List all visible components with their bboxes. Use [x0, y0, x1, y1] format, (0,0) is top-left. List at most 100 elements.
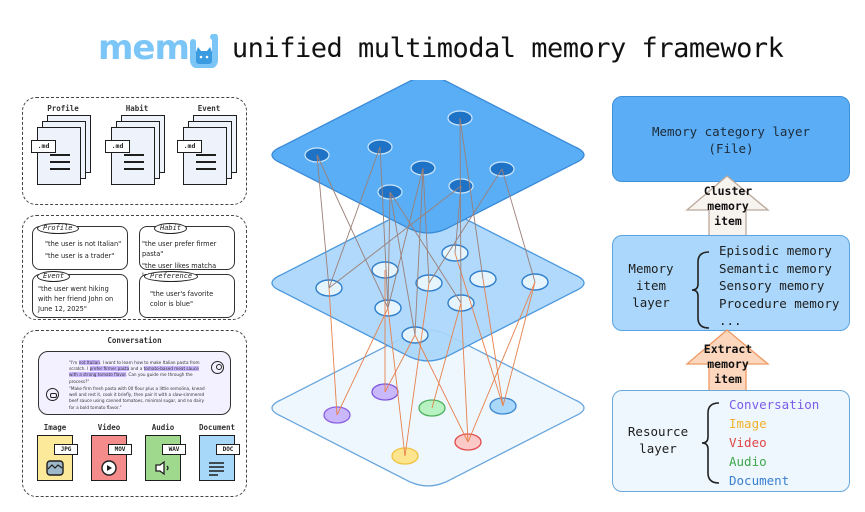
upper-link: [316, 154, 330, 289]
category-layer-title: Memory category layer: [651, 124, 811, 139]
user-message: "I'm not Italian. I want to learn how to…: [69, 360, 208, 385]
lower-link: [387, 307, 406, 457]
document-icon: [209, 462, 224, 476]
lower-link: [328, 287, 338, 416]
conversation-title: Conversation: [107, 336, 162, 345]
file-group-profile: Profile .md: [31, 104, 95, 195]
card-tag: Preference: [144, 271, 199, 282]
assistant-avatar-icon: [46, 388, 59, 401]
md-file-stack-icon: .md: [31, 115, 93, 195]
resource-layer-label: Resource: [627, 424, 689, 439]
upper-link: [387, 191, 391, 309]
user-avatar-icon: [211, 361, 224, 374]
md-tag: .md: [31, 140, 56, 153]
card-line: "the user prefer firmer pasta": [142, 240, 217, 258]
conversation-box: "I'm not Italian. I want to learn how to…: [38, 351, 231, 415]
media-label: Document: [198, 423, 236, 432]
upper-link: [422, 167, 430, 284]
extract-arrow-label: Extract memory item: [700, 342, 756, 387]
resource-type-audio: Audio: [729, 454, 767, 469]
md-file-stack-icon: .md: [105, 115, 167, 195]
page-title: unified multimodal memory framework: [231, 32, 784, 64]
upper-link: [389, 191, 416, 336]
arrow-text: item: [714, 214, 742, 228]
image-icon: [46, 460, 64, 476]
memory-card-event: Event "the user went hiking with her fri…: [32, 271, 128, 318]
memory-items-panel: Profile "the user is not Italian" "the u…: [22, 215, 247, 320]
media-label: Video: [97, 423, 121, 432]
header: mem unified multimodal memory framework: [98, 26, 784, 70]
card-line: "the user's favorite color is blue": [150, 290, 214, 308]
upper-link: [328, 185, 462, 289]
memory-type-item: Semantic memory: [719, 260, 832, 276]
upper-link: [316, 154, 389, 309]
upper-link: [459, 117, 484, 280]
cat-logo-icon: [189, 34, 218, 68]
card-tag: Event: [37, 271, 71, 282]
lower-link: [482, 278, 504, 407]
media-label: Image: [43, 423, 67, 432]
memory-type-item: Sensory memory: [719, 278, 825, 293]
file-group-label: Habit: [125, 104, 149, 113]
card-tag: Habit: [154, 223, 188, 234]
upper-link: [414, 167, 424, 336]
memory-item-layer: Memory item layer Episodic memory Semant…: [612, 235, 850, 331]
memory-category-layer: Memory category layer (File): [612, 96, 850, 182]
card-line: "the user is a trader": [45, 252, 115, 260]
file-group-habit: Habit .md: [105, 104, 169, 195]
lower-link: [467, 281, 536, 443]
media-audio: Audio WAV: [139, 423, 187, 481]
memory-card-profile: Profile "the user is not Italian" "the u…: [32, 223, 128, 270]
md-tag: .md: [177, 140, 202, 153]
cluster-arrow-label: Cluster memory item: [700, 184, 756, 229]
speaker-icon: [155, 460, 169, 476]
message-text: . Can you guide me through the process?": [69, 372, 193, 384]
lower-link: [336, 307, 389, 416]
highlight-text: prefer firmer pasta: [89, 366, 130, 372]
file-ext: MOV: [108, 444, 132, 455]
upper-link: [454, 185, 462, 254]
image-file-icon: JPG: [37, 435, 78, 481]
lower-link: [404, 282, 430, 457]
play-icon: [101, 460, 117, 476]
resource-type-conversation: Conversation: [729, 397, 820, 412]
resource-type-document: Document: [729, 473, 790, 488]
arrow-text: memory: [707, 199, 749, 213]
lower-link: [454, 252, 504, 407]
md-file-stack-icon: .md: [177, 115, 239, 195]
memu-logo: mem: [98, 28, 218, 68]
upper-link: [387, 167, 424, 309]
audio-file-icon: WAV: [145, 435, 186, 481]
card-tag: Profile: [37, 223, 79, 234]
message-text: "I'm: [69, 360, 79, 365]
card-line: "the user is not Italian": [45, 240, 122, 248]
file-ext: DOC: [216, 444, 240, 455]
card-line: "the user went hiking with her friend Jo…: [38, 285, 114, 313]
arrow-text: memory: [707, 357, 749, 371]
media-document: Document DOC: [193, 423, 241, 481]
file-group-label: Profile: [47, 104, 79, 113]
brace-icon: [691, 251, 710, 329]
arrow-text: Cluster: [703, 184, 753, 198]
memory-files-panel: Profile .md Habit .md Event .md: [22, 97, 247, 205]
category-layer-subtitle: (File): [708, 141, 754, 156]
message-text: and a: [129, 366, 144, 372]
file-ext: WAV: [162, 444, 186, 455]
highlight-text: not Italian: [78, 360, 100, 365]
document-file-icon: DOC: [199, 435, 240, 481]
item-layer-label: item: [635, 278, 667, 293]
logo-text: mem: [98, 28, 190, 68]
layered-memory-graph: [271, 80, 585, 487]
file-group-label: Event: [197, 104, 221, 113]
memory-card-habit: Habit "the user prefer firmer pasta" "th…: [139, 223, 235, 280]
resource-layer: Resource layer Conversation Image Video …: [612, 390, 850, 492]
upper-link: [501, 168, 536, 283]
resource-type-video: Video: [729, 435, 767, 450]
file-ext: JPG: [54, 444, 78, 455]
arrow-text: Extract: [703, 342, 753, 356]
memory-card-preference: Preference "the user's favorite color is…: [139, 271, 235, 318]
upper-link: [459, 117, 462, 304]
category-layer-plane: [271, 80, 585, 234]
arrow-text: item: [714, 372, 742, 386]
memory-type-item: Procedure memory: [719, 295, 840, 311]
